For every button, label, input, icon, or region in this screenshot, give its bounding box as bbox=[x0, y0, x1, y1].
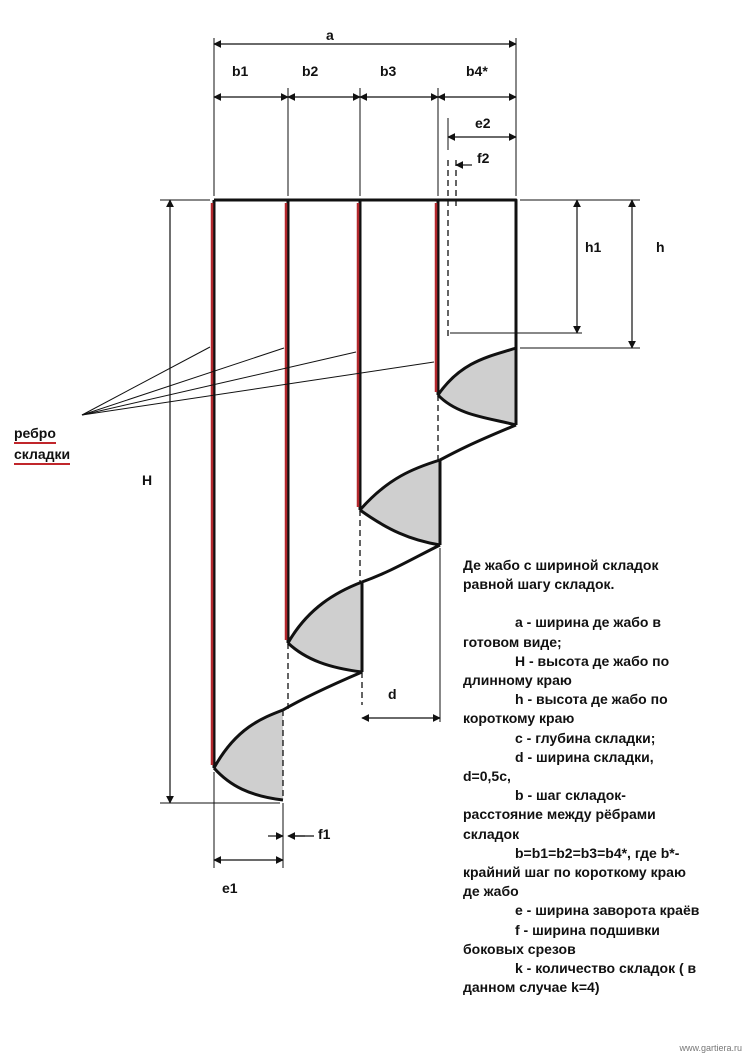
legend-b-2: расстояние между рёбрами bbox=[463, 806, 656, 823]
label-h1: h1 bbox=[585, 239, 602, 255]
legend-H-2: длинному краю bbox=[463, 672, 572, 689]
legend-gap bbox=[463, 594, 743, 613]
legend-h-2: короткому краю bbox=[463, 710, 575, 727]
label-e2: e2 bbox=[475, 115, 491, 131]
legend-b-1: b - шаг складок- bbox=[515, 787, 626, 804]
legend-b-6: де жабо bbox=[463, 883, 519, 900]
watermark: www.gartiera.ru bbox=[679, 1043, 742, 1053]
legend-a-2: готовом виде; bbox=[463, 633, 562, 650]
label-b1: b1 bbox=[232, 63, 249, 79]
fold-edge-label-line2: складки bbox=[14, 446, 71, 465]
legend-a-1: а - ширина де жабо в bbox=[515, 614, 661, 631]
legend-k-2: данном случае k=4) bbox=[463, 979, 600, 996]
label-d: d bbox=[388, 686, 397, 702]
fold-edge-label: ребро складки bbox=[14, 423, 71, 465]
label-f2: f2 bbox=[477, 150, 490, 166]
legend-c-1: с - глубина складки; bbox=[515, 729, 656, 746]
legend-k-1: k - количество складок ( в bbox=[515, 960, 697, 977]
label-b2: b2 bbox=[302, 63, 319, 79]
pattern-outline bbox=[212, 198, 518, 802]
fold-edges bbox=[210, 203, 438, 765]
legend-b-4: b=b1=b2=b3=b4*, где b*- bbox=[515, 844, 680, 861]
legend-H-1: Н - высота де жабо по bbox=[515, 652, 670, 669]
legend-e-1: е - ширина заворота краёв bbox=[515, 902, 700, 919]
legend-d-1: d - ширина складки, bbox=[515, 748, 654, 765]
label-a: a bbox=[326, 27, 334, 43]
dimension-labels: a b1 b2 b3 b4* e2 f2 h1 h H d f1 e1 bbox=[142, 27, 665, 896]
label-h: h bbox=[656, 239, 665, 255]
extension-lines bbox=[160, 38, 640, 868]
legend-b-5: крайний шаг по короткому краю bbox=[463, 864, 686, 881]
legend-b-3: складок bbox=[463, 825, 520, 842]
legend-d-2: d=0,5с, bbox=[463, 768, 511, 785]
legend: Де жабо с шириной складок равной шагу ск… bbox=[463, 556, 743, 997]
legend-f-1: f - ширина подшивки bbox=[515, 921, 660, 938]
legend-f-2: боковых срезов bbox=[463, 940, 576, 957]
label-b3: b3 bbox=[380, 63, 397, 79]
fold-edge-leaders bbox=[81, 346, 435, 416]
label-H: H bbox=[142, 472, 152, 488]
fold-shading bbox=[214, 348, 516, 800]
legend-h-1: h - высота де жабо по bbox=[515, 691, 668, 708]
legend-intro-1: Де жабо с шириной складок bbox=[463, 557, 659, 573]
dimension-lines bbox=[166, 40, 636, 864]
hidden-lines bbox=[282, 160, 457, 800]
fold-edge-label-line1: ребро bbox=[14, 425, 56, 444]
label-b4: b4* bbox=[466, 63, 488, 79]
label-f1: f1 bbox=[318, 826, 331, 842]
legend-intro-2: равной шагу складок. bbox=[463, 576, 615, 593]
label-e1: e1 bbox=[222, 880, 238, 896]
